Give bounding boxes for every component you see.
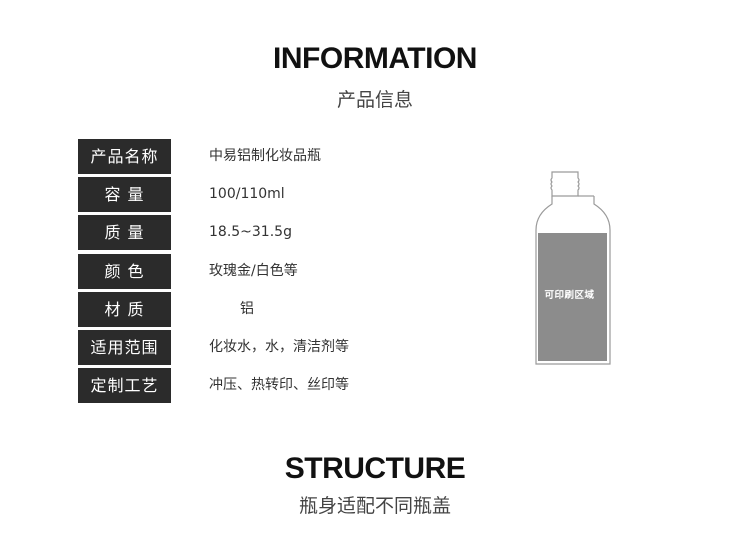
information-subtitle: 产品信息 (336, 89, 413, 111)
print-area-label: 可印刷区域 (544, 290, 595, 301)
structure-subtitle: 瓶身适配不同瓶盖 (298, 495, 451, 517)
information-title: INFORMATION (273, 42, 477, 75)
spec-value: 100/110ml (209, 186, 285, 203)
spec-label: 材 质 (78, 291, 171, 327)
print-area (538, 233, 607, 361)
spec-label: 容 量 (78, 177, 171, 213)
spec-value: 冲压、热转印、丝印等 (209, 377, 349, 394)
bottle-illustration (535, 171, 611, 365)
spec-label: 产品名称 (78, 139, 171, 174)
structure-title: STRUCTURE (284, 452, 466, 485)
spec-value: 化妆水，水，清洁剂等 (209, 338, 349, 355)
bottle-neck (550, 171, 580, 197)
spec-label: 颜 色 (78, 253, 171, 289)
spec-value: 18.5~31.5g (209, 224, 292, 241)
spec-value: 中易铝制化妆品瓶 (209, 148, 321, 164)
spec-value: 铝 (240, 300, 254, 317)
spec-label: 定制工艺 (78, 368, 171, 404)
spec-value: 玫瑰金/白色等 (209, 262, 298, 279)
spec-label: 适用范围 (78, 329, 171, 365)
spec-label: 质 量 (78, 215, 171, 251)
bottle-body (535, 196, 611, 365)
